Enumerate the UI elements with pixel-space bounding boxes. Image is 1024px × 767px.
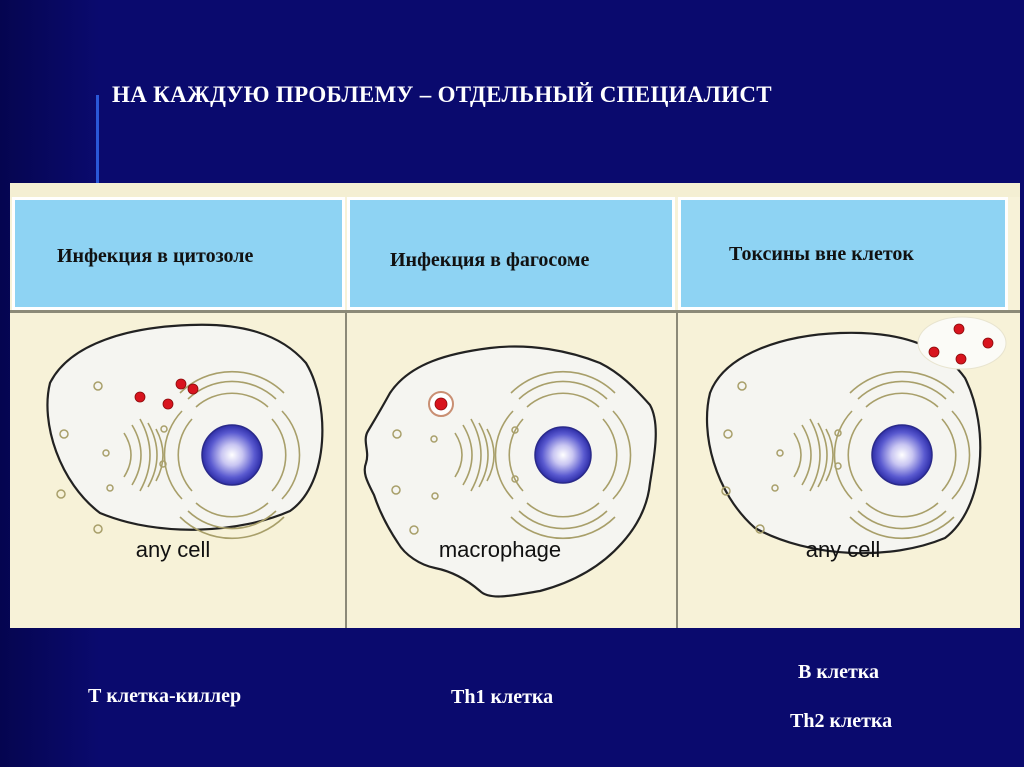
header-cytosol-text: Инфекция в цитозоле [57,245,254,267]
pathogen-group [134,378,199,410]
column-divider-2 [676,313,678,628]
panel-top-strip [10,183,1020,197]
nucleus-icon [871,424,933,486]
any-cell-1 [46,323,324,540]
slide-title: НА КАЖДУЮ ПРОБЛЕМУ – ОТДЕЛЬНЫЙ СПЕЦИАЛИС… [112,82,772,107]
any-cell-3 [705,316,1007,555]
accent-line [96,95,99,185]
nucleus-icon [534,426,592,484]
specialist-cytosol: Т клетка-киллер [88,685,242,707]
cell-label-2: macrophage [439,537,561,562]
cell-label-1: any cell [136,537,211,562]
toxin-area [917,316,1007,370]
header-phagosome-text: Инфекция в фагосоме [390,249,590,271]
specialist-toxins-th2: Th2 клетка [790,710,893,732]
header-toxins: Токсины вне клеток [678,197,1008,310]
header-phagosome: Инфекция в фагосоме [347,197,675,310]
header-toxins-text: Токсины вне клеток [729,243,914,265]
column-divider-1 [345,313,347,628]
specialist-phagosome: Th1 клетка [451,686,554,708]
nucleus-icon [201,424,263,486]
specialist-toxins-b: В клетка [798,661,880,683]
cells-illustration: any cell macrophage any cell [46,316,1007,598]
header-cytosol: Инфекция в цитозоле [12,197,345,310]
toxin-group [928,323,994,365]
macrophage-cell [363,345,657,598]
cell-label-3: any cell [806,537,881,562]
pathogen-icon [434,397,448,411]
diagram-panel: Инфекция в цитозоле Инфекция в фагосоме … [10,183,1020,628]
row-divider [10,310,1020,313]
